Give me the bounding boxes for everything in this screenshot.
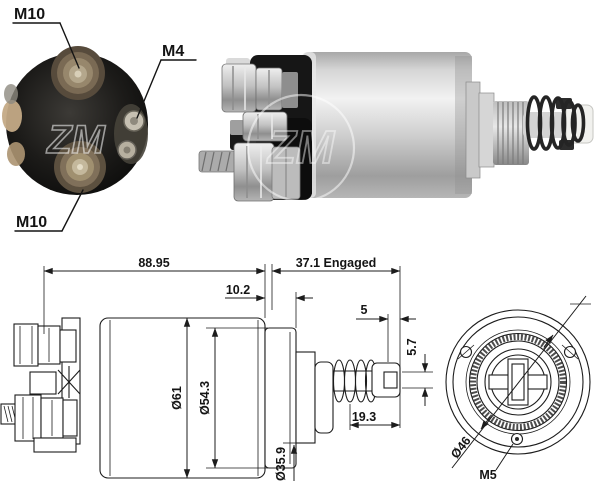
return-spring xyxy=(525,95,586,151)
stud-top-drawn xyxy=(13,323,77,367)
plunger-assembly xyxy=(465,81,594,179)
dim-total-length: 88.95 xyxy=(138,256,169,270)
stud-bottom-drawn xyxy=(0,394,78,453)
solenoid-body xyxy=(302,52,472,198)
technical-drawing: 88.95 37.1 Engaged 10.2 5 Ø61 Ø54.3 Ø35.… xyxy=(0,256,591,481)
label-terminal-bottom-m10: M10 xyxy=(16,214,47,231)
terminal-m4 xyxy=(117,110,145,160)
terminal-m10-bottom xyxy=(54,141,106,193)
drawing-end-view: Ø46 M5 xyxy=(445,295,591,481)
leader-top-m10 xyxy=(59,22,80,69)
watermark-left: ZM xyxy=(46,118,106,162)
photo-terminal-view: ZM xyxy=(2,46,148,195)
dim-mount-thread: M5 xyxy=(479,468,496,481)
bolt-circle-axis xyxy=(451,295,587,469)
cross-slot-vertical xyxy=(507,358,529,406)
edge-blob xyxy=(4,84,18,104)
dim-pin-diameter: 5.7 xyxy=(405,338,419,355)
edge-blob xyxy=(7,142,25,166)
spring-coils xyxy=(332,359,378,403)
drawing-side-view xyxy=(0,317,401,479)
solenoid-face xyxy=(6,53,148,195)
dim-front-cap: 10.2 xyxy=(226,283,250,297)
dim-travel: 19.3 xyxy=(352,410,376,424)
winding-terminal xyxy=(29,366,81,398)
label-terminal-top-m10: M10 xyxy=(14,6,45,23)
label-terminal-m4: M4 xyxy=(162,43,184,60)
dim-bolt-circle: Ø46 xyxy=(448,434,474,461)
watermark-circle xyxy=(246,93,356,203)
photo-side-view: ZM xyxy=(198,52,594,203)
stud-middle xyxy=(230,111,288,142)
edge-blob xyxy=(2,100,22,132)
dim-gap: 5 xyxy=(361,303,368,317)
plunger-end xyxy=(371,362,401,398)
dim-pilot-diameter: Ø35.9 xyxy=(274,447,288,481)
photo-callouts: M10 M4 M10 xyxy=(12,6,197,232)
product-photos: ZM xyxy=(2,6,594,232)
knurled-ring xyxy=(470,334,566,430)
dimension-lines: 88.95 37.1 Engaged 10.2 5 Ø61 Ø54.3 Ø35.… xyxy=(43,256,433,481)
terminal-m10-top xyxy=(51,46,105,100)
pilot-step xyxy=(295,351,316,444)
leader-m4 xyxy=(136,59,162,119)
leader-bottom-m10 xyxy=(61,189,84,232)
dim-flange-diameter: Ø54.3 xyxy=(198,381,212,415)
dim-engaged-length: 37.1 Engaged xyxy=(296,256,377,270)
plunger-notch xyxy=(383,371,398,389)
watermark-right: ZM xyxy=(266,121,336,173)
dim-body-diameter: Ø61 xyxy=(170,386,184,410)
splined-collar xyxy=(493,101,529,165)
plunger-housing xyxy=(314,361,334,434)
